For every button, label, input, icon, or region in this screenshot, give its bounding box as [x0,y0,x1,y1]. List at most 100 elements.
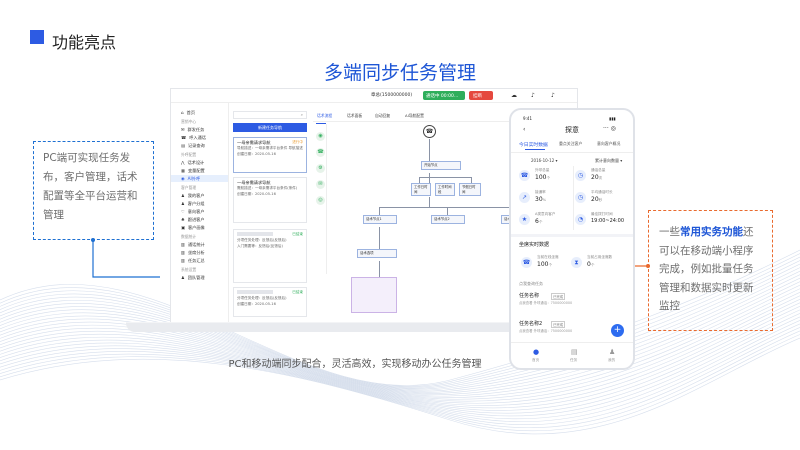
date-value: 2016-10-12 [531,158,555,163]
flow-node[interactable]: 工作日时间 [411,183,431,196]
flow-node[interactable]: 节假日时间 [459,183,481,196]
stat-value: 100个 [535,174,550,181]
status-badge: 已结束 [292,232,303,236]
search-icon[interactable]: ⌕ [233,111,307,119]
stat-icon: ↗ [519,192,530,203]
stat-unit: 个 [538,220,543,224]
task-card-line: 需航描述：一母亲需求平台条件(条件) [237,186,298,190]
tab-0[interactable]: 话术流程 [317,113,333,118]
start-node-icon[interactable]: ☎ [423,125,436,138]
bell-icon[interactable]: ♪ [531,92,535,99]
phone-tab[interactable]: 重点关注客户 [559,141,583,146]
add-task-button[interactable]: + [611,324,624,337]
sidebar-item[interactable]: ☎呼入通话 [181,134,206,141]
sidebar-item[interactable]: ▥通话统计 [181,241,205,248]
sidebar-item[interactable]: ▣客户画像 [181,224,205,231]
phone-tab[interactable]: 今日实时数据 [519,143,548,148]
node-tool-icon[interactable]: ◎ [316,196,325,205]
sidebar-item[interactable]: ▥坐席分析 [181,249,205,256]
sidebar-item-label: 团队管理 [187,275,205,280]
nav-icon-1[interactable]: ▤ [571,348,578,356]
filter-select[interactable]: 累计意向数量 ▾ [595,158,623,163]
sidebar-item-label: 任务汇总 [187,258,205,263]
back-icon[interactable]: ‹ [523,126,526,133]
sidebar-item[interactable]: ♟团队管理 [181,274,205,281]
cloud-icon[interactable]: ☁ [511,92,517,99]
sidebar-item-label: 群发任务 [187,127,205,132]
sidebar-item[interactable]: ▥任务汇总 [181,257,205,264]
seat-value: 100个 [537,261,552,268]
flow-node[interactable]: 工作时间段 [435,183,455,196]
nav-icon-2[interactable]: ♟ [609,348,616,356]
date-picker[interactable]: 2016-10-12 ▾ [531,158,558,163]
task-card[interactable]: 一母亲需请求导航需航描述：一母亲需求平台条件(条件)创建日期：2020-05-1… [233,177,307,223]
seat-section-title: 坐席实时数据 [519,242,550,248]
main-title: 多端同步任务管理 [323,62,476,84]
sidebar-item[interactable]: ▦变量配置 [181,167,205,174]
sidebar-item[interactable]: ♡意向客户 [181,208,205,215]
header-title: 功能亮点 [52,33,117,52]
task-card-title [237,232,273,236]
stat-number: 6 [535,218,539,225]
nav-label[interactable]: 任务 [570,358,578,362]
flow-connector [379,207,519,208]
stat-label: 最佳拨打时间 [591,212,613,216]
battery-icon: ▮▮▮ [609,116,616,121]
sidebar-item-label: 意向客户 [187,209,205,214]
task-card[interactable]: 已结束分项任务处理：反馈后(反馈后)入门需要等：反馈后(反馈后) [233,229,307,283]
sidebar-item-icon: ▥ [181,242,185,247]
status-badge: 进行中 [292,140,303,144]
sidebar-item[interactable]: ♟我的客户 [181,192,205,199]
right-note-rest: 还可以在移动端小程序完成，例如批量任务管理和数据实时更新监控 [659,226,754,312]
stat-value: 20秒 [591,196,602,203]
sidebar-item[interactable]: ♣跟进客户 [181,216,205,223]
stat-unit: 秒 [598,198,603,202]
task-card[interactable]: 已结束分项任务处理：反馈后(反馈后)创建日期：2020-05-16 [233,287,307,317]
task-card-title: 一母亲需请求导航 [237,180,271,185]
task-card-line: 分项任务处理：反馈后(反馈后) [237,296,287,300]
sidebar-section-label: 系统设置 [181,267,197,272]
sidebar-item-icon: ⋀ [181,160,185,165]
tab-3[interactable]: AI导航配置 [405,113,424,118]
hangup-button[interactable]: 挂断 [469,91,493,100]
task-row[interactable]: 任务名称已完成点我查看 外呼通话：7500000000 [519,292,629,314]
sidebar-item-label: 我的客户 [187,193,205,198]
tab-1[interactable]: 话术面板 [347,113,363,118]
node-tool-icon[interactable]: ◉ [316,132,325,141]
stat-icon: ◔ [575,214,586,225]
sidebar-item[interactable]: ⋀话术设计 [181,159,204,166]
flow-group-box [351,277,397,313]
sidebar-item-icon: ▦ [181,168,185,173]
phone-tab[interactable]: 意向客户概况 [597,141,621,146]
task-card-line: 创建日期：2020-05-16 [237,301,276,306]
sidebar-item[interactable]: ♟客户分组 [181,200,205,207]
stat-icon: ◷ [575,192,586,203]
header-accent-square [30,30,44,44]
seat-label: 当前在线坐席 [537,255,559,259]
new-task-button[interactable]: 新建任务导航 [233,123,307,132]
sidebar-item[interactable]: ▤记录查询 [181,142,205,149]
tab-2[interactable]: 自动回复 [375,113,391,118]
flow-node[interactable]: 话术选项 [357,249,397,258]
flow-node[interactable]: 开始节点 [421,161,461,170]
nav-label[interactable]: 我的 [608,358,616,362]
sidebar-item-label: 记录查询 [187,143,205,148]
flow-node[interactable]: 话术节点1 [363,215,397,224]
flow-node[interactable]: 话术节点2 [431,215,465,224]
call-status-button[interactable]: 通话中 00:00... [423,91,465,100]
nav-label[interactable]: 首页 [532,358,540,362]
node-tool-icon[interactable]: ⚙ [316,164,325,173]
sidebar-item[interactable]: ◉AI外呼 [171,175,228,182]
sidebar-item[interactable]: ✉群发任务 [181,126,204,133]
more-icon[interactable]: ··· ◎ [603,125,616,132]
node-tool-icon[interactable]: ☎ [316,148,325,157]
task-card[interactable]: 一母亲需请求导航进行中导航描述：一母亲需求平台条件 导航描述创建日期：2020-… [233,137,307,173]
node-tool-icon[interactable]: ✉ [316,180,325,189]
notification-icon[interactable]: ♪ [551,92,555,99]
stat-label: 外呼总量 [535,168,550,172]
sidebar-item[interactable]: ⌂首页 [181,109,195,116]
sidebar-item-icon: ▣ [181,225,185,230]
nav-icon-0[interactable]: ● [533,348,540,356]
active-tab-underline [316,123,326,124]
